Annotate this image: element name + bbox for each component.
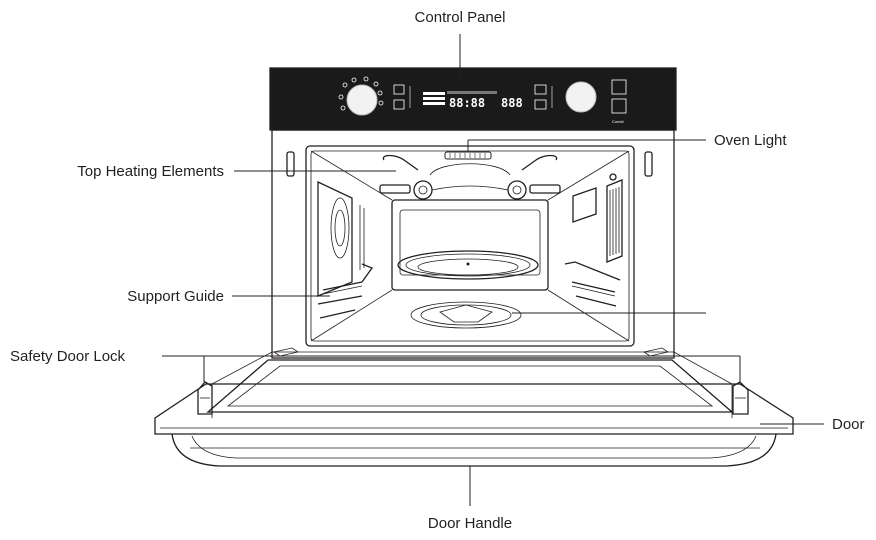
floor-plate (410, 301, 522, 329)
left-slot (286, 151, 295, 177)
cavity-depth (310, 150, 630, 342)
cavity-frame (305, 145, 635, 347)
stop-button[interactable] (611, 98, 627, 114)
panel-button-3[interactable] (534, 84, 547, 95)
label-control-panel: Control Panel (415, 9, 506, 26)
top-heating-elements (379, 154, 561, 200)
support-guides (317, 261, 621, 319)
door-handle (171, 433, 777, 467)
label-top-heating-elements: Top Heating Elements (77, 163, 224, 180)
right-wall-vent (572, 173, 623, 263)
turntable (397, 250, 539, 280)
mode-icons (338, 76, 384, 111)
display-time: 88:88 (449, 96, 485, 110)
oven-light-grille (449, 153, 486, 158)
control-panel: 88:88 888 Combi (269, 67, 677, 131)
back-wall (391, 199, 549, 291)
label-support-guide: Support Guide (127, 288, 224, 305)
selector-knob[interactable] (565, 81, 597, 113)
display: 88:88 888 (423, 91, 523, 110)
label-safety-door-lock: Safety Door Lock (10, 348, 126, 365)
panel-button-4[interactable] (534, 99, 547, 110)
safety-door-lock (197, 347, 749, 415)
start-button[interactable] (611, 79, 627, 95)
panel-button-1[interactable] (393, 84, 405, 95)
brand-mark: Combi (612, 119, 624, 124)
label-door-handle: Door Handle (428, 515, 512, 532)
panel-button-2[interactable] (393, 99, 405, 110)
label-door: Door (832, 416, 865, 433)
mode-knob[interactable] (346, 84, 378, 116)
label-oven-light: Oven Light (714, 132, 787, 149)
right-slot (644, 151, 653, 177)
display-value: 888 (501, 96, 523, 110)
door (154, 351, 794, 435)
left-fan-cover (317, 180, 365, 297)
oven-light (444, 151, 492, 160)
